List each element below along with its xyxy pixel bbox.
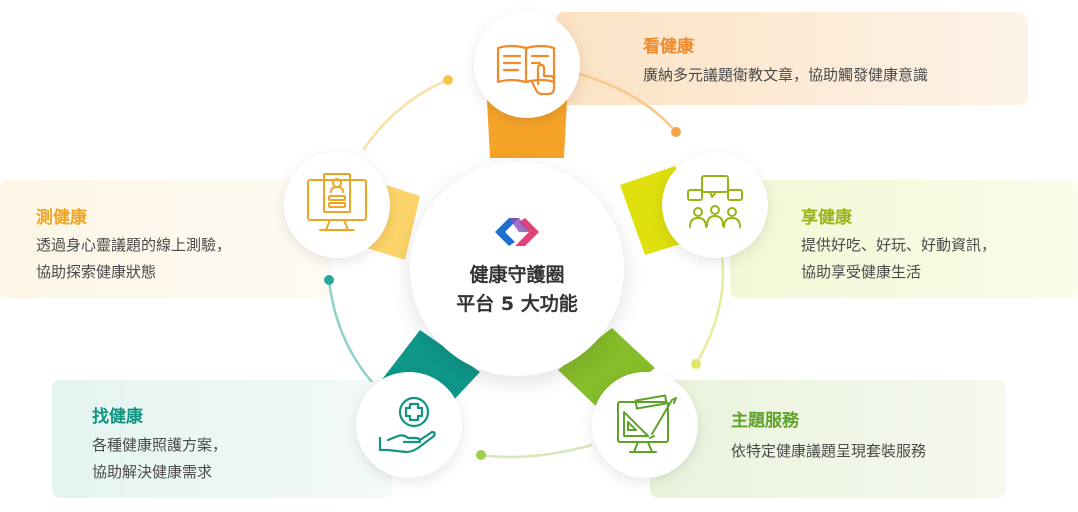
dot [671,127,681,137]
card-measure-bg [0,180,330,298]
spoke-look [487,100,567,158]
online-test-monitor-icon [307,173,367,231]
arc-measure-look [361,78,449,151]
arc-find-measure [327,279,373,383]
dot [443,75,453,85]
card-find-desc-line1: 各種健康照護方案， [92,436,228,454]
card-enjoy-bg [730,180,1078,298]
card-find-bg [52,380,392,498]
card-measure-desc-line2: 協助探索健康狀態 [36,263,157,281]
card-find-desc-line2: 協助解決健康需求 [92,463,213,481]
card-enjoy-desc-line2: 協助享受健康生活 [801,263,922,281]
arc-theme-find [480,443,593,459]
circle-theme [592,372,698,478]
card-enjoy-title: 享健康 [801,208,852,228]
center-title-line2: 平台 5 大功能 [456,293,578,315]
circle-find [356,372,462,478]
circle-look [474,12,580,118]
card-find-title: 找健康 [92,407,143,427]
dot [691,359,701,369]
card-look-title: 看健康 [643,37,694,57]
center-circle: 健康守護圈 平台 5 大功能 [410,162,624,376]
dot [476,450,486,460]
open-book-pointer-icon [496,44,556,96]
card-enjoy-desc-line1: 提供好吃、好玩、好動資訊， [801,236,997,254]
card-measure-desc-line1: 透過身心靈議題的線上測驗， [36,236,232,254]
people-discussion-icon [687,175,743,228]
arc-look-enjoy [571,70,677,133]
platform-logo-icon [495,218,539,246]
card-look-bg [556,12,1028,105]
card-look-desc: 廣納多元議題衛教文章，協助觸發健康意識 [643,66,929,84]
card-theme-desc: 依特定健康議題呈現套裝服務 [731,442,927,460]
circle-enjoy [662,152,768,258]
card-measure-title: 測健康 [36,208,87,228]
spoke-theme [558,328,655,410]
card-theme-bg [650,380,1006,498]
design-tools-monitor-icon [617,394,677,453]
center-title-line1: 健康守護圈 [469,264,565,286]
hand-medical-cross-icon [378,396,436,454]
arc-enjoy-theme [694,255,725,365]
dot [324,275,334,285]
card-theme-title: 主題服務 [731,411,799,431]
circle-measure [284,152,390,258]
